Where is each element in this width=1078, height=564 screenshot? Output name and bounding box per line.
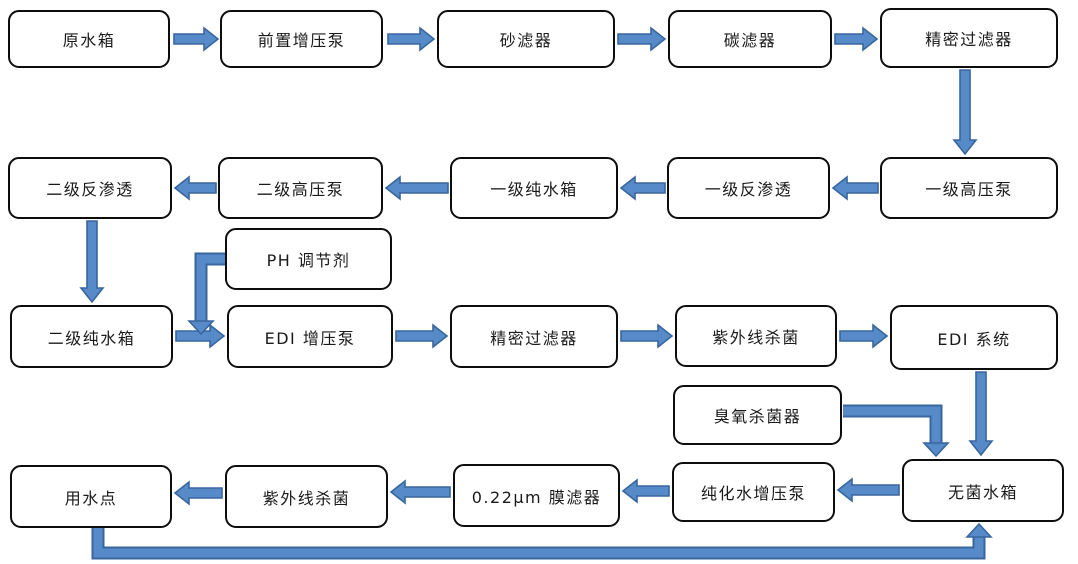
node-label-stage1-high-pressure-pump: 一级高压泵 [925, 180, 1013, 199]
node-stage1-pure-water-tank: 一级纯水箱 [450, 157, 618, 219]
node-pre-boost-pump: 前置增压泵 [220, 10, 383, 68]
node-carbon-filter: 碳滤器 [668, 10, 832, 68]
node-sand-filter: 砂滤器 [437, 10, 615, 68]
node-membrane-filter: 0.22μm 膜滤器 [453, 464, 620, 527]
node-stage2-high-pressure-pump: 二级高压泵 [218, 157, 383, 219]
block-arrow-preboost-to-sand [387, 26, 436, 52]
node-raw-water-tank: 原水箱 [8, 10, 170, 68]
node-uv-sterilizer-1: 紫外线杀菌 [675, 305, 837, 367]
block-arrow-carbon-to-precision [834, 26, 879, 52]
node-label-membrane-filter: 0.22μm 膜滤器 [471, 487, 602, 507]
node-label-uv-sterilizer-1: 紫外线杀菌 [712, 328, 800, 347]
node-precision-filter-1: 精密过滤器 [880, 8, 1058, 68]
node-edi-boost-pump: EDI 增压泵 [227, 305, 393, 368]
block-arrow-tank1-to-hp2 [384, 175, 449, 201]
connector-band-ozone-connector [843, 406, 941, 443]
node-ph-regulator: PH 调节剂 [225, 228, 392, 290]
block-arrow-purifpump-to-membrane [621, 478, 670, 504]
node-stage2-pure-water-tank: 二级纯水箱 [10, 305, 173, 368]
node-precision-filter-2: 精密过滤器 [450, 305, 618, 368]
node-label-ph-regulator: PH 调节剂 [266, 251, 351, 270]
node-purified-water-boost-pump: 纯化水增压泵 [672, 462, 835, 522]
block-arrow-ro1-to-tank1 [619, 175, 666, 201]
connector-head-ozone-connector [922, 442, 950, 458]
node-label-sand-filter: 砂滤器 [499, 31, 553, 50]
node-ozone-sterilizer: 臭氧杀菌器 [673, 385, 842, 445]
node-label-ozone-sterilizer: 臭氧杀菌器 [713, 407, 802, 426]
node-label-precision-filter-1: 精密过滤器 [925, 30, 1013, 49]
node-label-stage2-reverse-osmosis: 二级反渗透 [46, 180, 134, 199]
connector-head-ph-dosing-connector [187, 320, 215, 336]
node-stage1-high-pressure-pump: 一级高压泵 [880, 157, 1058, 219]
node-label-raw-water-tank: 原水箱 [62, 31, 116, 50]
node-edi-system: EDI 系统 [890, 305, 1058, 370]
connector-outline-ozone-connector [843, 404, 943, 443]
block-arrow-raw-to-preboost [173, 26, 220, 52]
connector-band-recirculation-return [93, 527, 984, 558]
connector-band-ph-dosing-connector [196, 254, 225, 321]
connector-head-recirculation-return [965, 522, 993, 538]
node-label-stage1-pure-water-tank: 一级纯水箱 [490, 180, 578, 199]
block-arrow-membrane-to-uv2 [389, 479, 451, 505]
block-arrow-edipump-to-precision2 [395, 323, 449, 349]
node-label-stage2-pure-water-tank: 二级纯水箱 [47, 328, 136, 348]
block-arrow-uv2-to-usepoint [173, 480, 223, 506]
node-label-uv-sterilizer-2: 紫外线杀菌 [262, 488, 351, 508]
node-label-carbon-filter: 碳滤器 [723, 31, 777, 50]
node-uv-sterilizer-2: 紫外线杀菌 [225, 465, 388, 528]
node-stage1-reverse-osmosis: 一级反渗透 [667, 157, 830, 219]
node-label-sterile-water-tank: 无菌水箱 [947, 482, 1018, 502]
node-label-edi-boost-pump: EDI 增压泵 [264, 328, 356, 348]
block-arrow-tank2-to-edipump [175, 323, 226, 349]
node-label-stage1-reverse-osmosis: 一级反渗透 [704, 180, 793, 199]
block-arrow-uv1-to-edisys [839, 323, 889, 349]
node-label-edi-system: EDI 系统 [937, 329, 1011, 349]
block-arrow-hp1-to-ro1 [831, 175, 879, 201]
node-water-use-point: 用水点 [10, 465, 172, 528]
node-label-pre-boost-pump: 前置增压泵 [257, 31, 346, 50]
block-arrow-edisys-to-sterile [968, 371, 994, 457]
block-arrow-sterile-to-purifpump [836, 477, 900, 503]
node-label-purified-water-boost-pump: 纯化水增压泵 [700, 484, 806, 503]
block-arrow-sand-to-carbon [617, 26, 667, 52]
node-label-precision-filter-2: 精密过滤器 [490, 328, 578, 348]
node-label-water-use-point: 用水点 [64, 488, 118, 508]
block-arrow-precision-to-hp1 [952, 69, 978, 156]
block-arrow-precision2-to-uv1 [620, 323, 674, 349]
node-label-stage2-high-pressure-pump: 二级高压泵 [256, 180, 345, 199]
node-sterile-water-tank: 无菌水箱 [902, 459, 1064, 522]
block-arrow-ro2-to-tank2 [79, 220, 105, 304]
block-arrow-hp2-to-ro2 [173, 175, 217, 201]
node-stage2-reverse-osmosis: 二级反渗透 [8, 157, 172, 219]
